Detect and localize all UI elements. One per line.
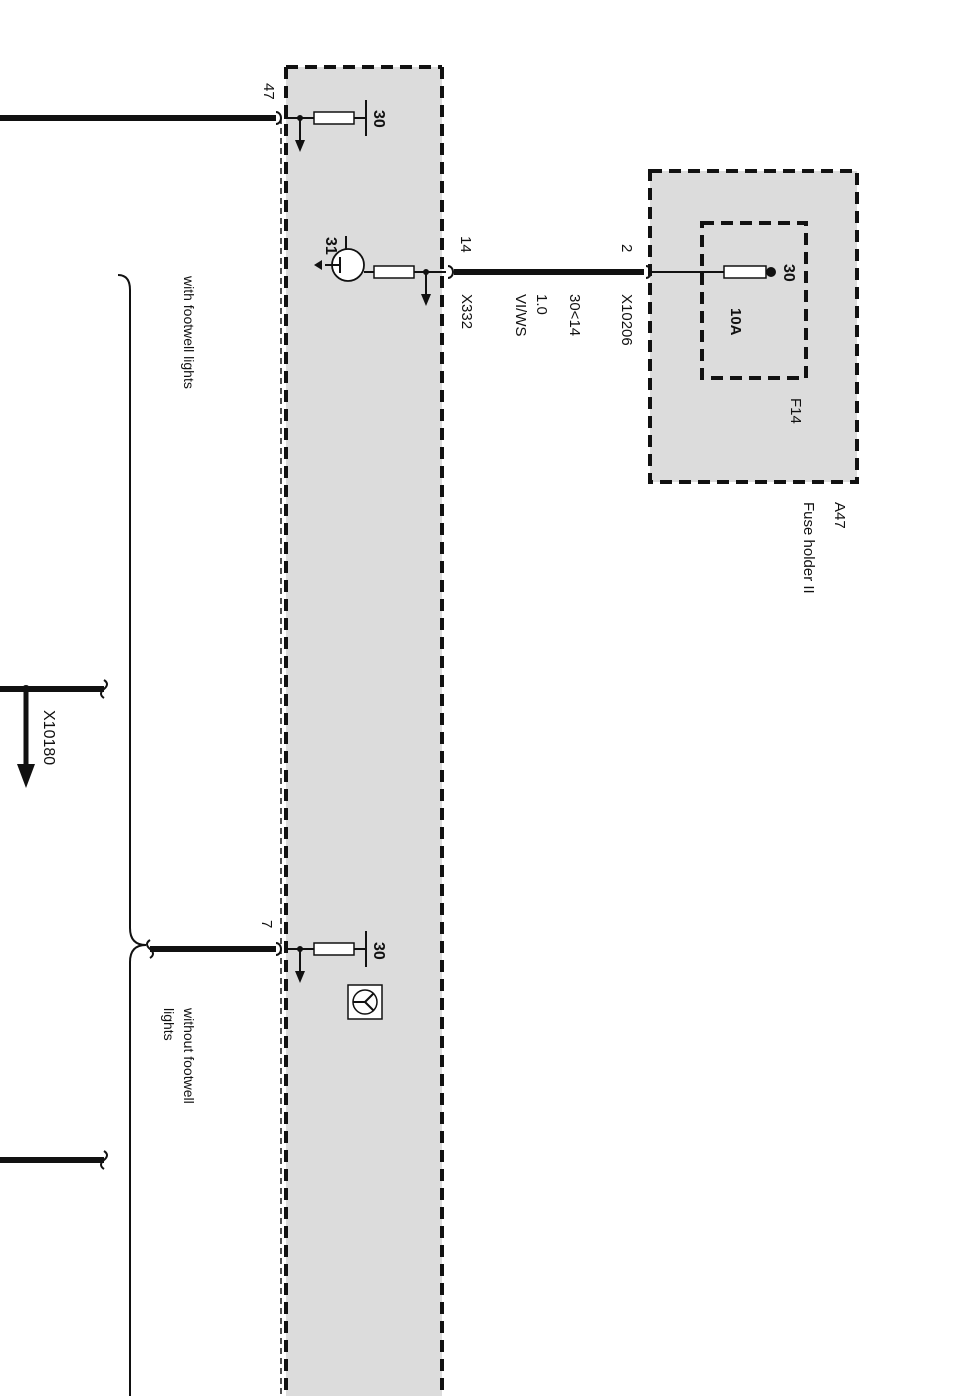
connector-pin-14 xyxy=(447,265,454,279)
ground-arrow-icon xyxy=(295,140,305,152)
wire-circuit-label: 30<14 xyxy=(566,294,583,336)
brace-icon xyxy=(117,274,147,1396)
fuse-holder-name: Fuse holder II xyxy=(800,502,817,594)
connector-pin-7 xyxy=(275,942,282,956)
connector-pin-47 xyxy=(275,111,282,125)
wire-color-label: VI/WS xyxy=(512,294,529,337)
variant-with-label: with footwell lights xyxy=(181,275,197,389)
variant-without-label-1: without footwell xyxy=(181,1007,197,1104)
fuse-inner-border xyxy=(700,221,808,380)
pin-47-label: 47 xyxy=(260,83,277,100)
wire-gauge-label: 1.0 xyxy=(533,294,550,315)
fuse-holder-box xyxy=(650,171,857,482)
wire-break-icon xyxy=(146,939,154,959)
ground-arrow-icon xyxy=(421,294,431,306)
wire-break-icon xyxy=(100,1150,108,1170)
fuse-holder-border xyxy=(648,169,859,484)
resistor-icon xyxy=(313,111,355,125)
pin-7-label: 7 xyxy=(258,920,275,928)
fuse-icon xyxy=(723,265,767,279)
connector-x332-label: X332 xyxy=(458,294,475,329)
wire-break-icon xyxy=(100,679,108,699)
connector-x10206-label: X10206 xyxy=(618,294,635,346)
pin-14-label: 14 xyxy=(457,236,474,253)
fuse-id-label: F14 xyxy=(787,398,804,424)
terminal-31-label: 31 xyxy=(322,237,339,255)
terminal-30-label-b: 30 xyxy=(370,942,387,960)
connector-pin-2 xyxy=(645,265,652,279)
lamp-line xyxy=(364,1001,375,1012)
connector-arrow-icon xyxy=(17,764,35,788)
connector-x10180-label: X10180 xyxy=(40,710,57,765)
terminal-30-fuse-label: 30 xyxy=(780,264,797,282)
ground-arrow-icon xyxy=(295,971,305,983)
pin-2-label: 2 xyxy=(618,244,635,252)
fuse-terminal-dot xyxy=(766,267,776,277)
resistor-icon xyxy=(373,265,415,279)
control-module-box xyxy=(286,67,442,1396)
variant-without-label-2: lights xyxy=(161,1008,177,1041)
ground-arrow-icon xyxy=(314,260,322,270)
fuse-rating-label: 10A xyxy=(727,308,744,336)
lamp-line xyxy=(364,992,375,1003)
resistor-icon xyxy=(313,942,355,956)
fuse-holder-id: A47 xyxy=(831,502,848,529)
terminal-30-label-a: 30 xyxy=(370,110,387,128)
